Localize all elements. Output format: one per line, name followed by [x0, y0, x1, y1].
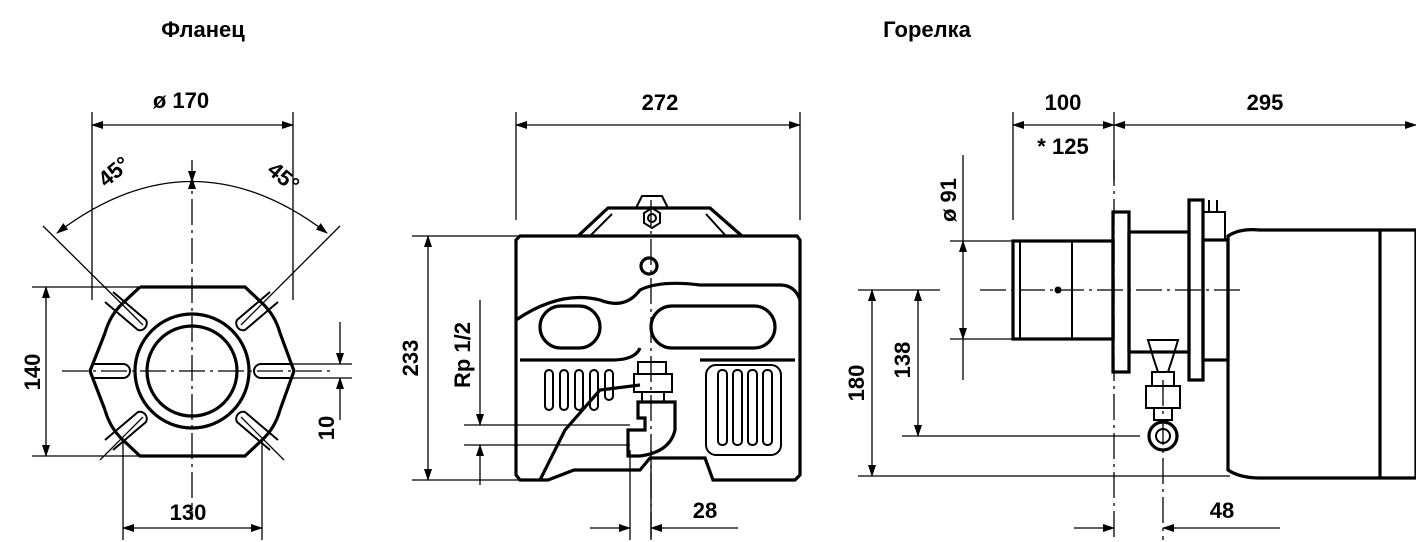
gas-inlet: [1147, 420, 1179, 452]
dim-91: ø 91: [936, 178, 961, 222]
angle-45-right: 45°: [263, 157, 305, 198]
dim-125: * 125: [1037, 134, 1088, 159]
flange-outline: [88, 285, 296, 458]
dim-272: 272: [642, 90, 679, 115]
fins: [544, 364, 782, 456]
burner-view: 100 * 125 295 ø 91 138 180 48: [844, 90, 1416, 540]
dim-100: 100: [1045, 90, 1082, 115]
flange-inner-ring: [133, 312, 251, 430]
side-view: 272 233 Rp 1/2 28: [398, 90, 802, 540]
dim-rp-half: Rp 1/2: [450, 322, 475, 388]
dim-48: 48: [1210, 498, 1234, 523]
gas-elbow: [626, 400, 677, 458]
dim-28: 28: [693, 498, 717, 523]
flange-plate: [1111, 210, 1131, 374]
flange-title: Фланец: [161, 17, 245, 42]
flange-view: 45° 45° ø 170 140 10 130: [20, 88, 352, 540]
angle-45-left: 45°: [93, 151, 135, 192]
dim-233: 233: [398, 340, 423, 377]
motor-housing: [1226, 228, 1416, 480]
dim-130: 130: [170, 500, 207, 525]
dim-140: 140: [20, 354, 45, 391]
dim-10: 10: [314, 416, 339, 440]
dim-295: 295: [1247, 90, 1284, 115]
dim-180: 180: [844, 365, 869, 402]
burner-title: Горелка: [883, 17, 971, 42]
dim-138: 138: [890, 342, 915, 379]
burner-housing: [514, 234, 802, 482]
flange-slots: [92, 291, 292, 451]
top-cover: [576, 206, 744, 238]
dim-170: ø 170: [153, 88, 209, 113]
